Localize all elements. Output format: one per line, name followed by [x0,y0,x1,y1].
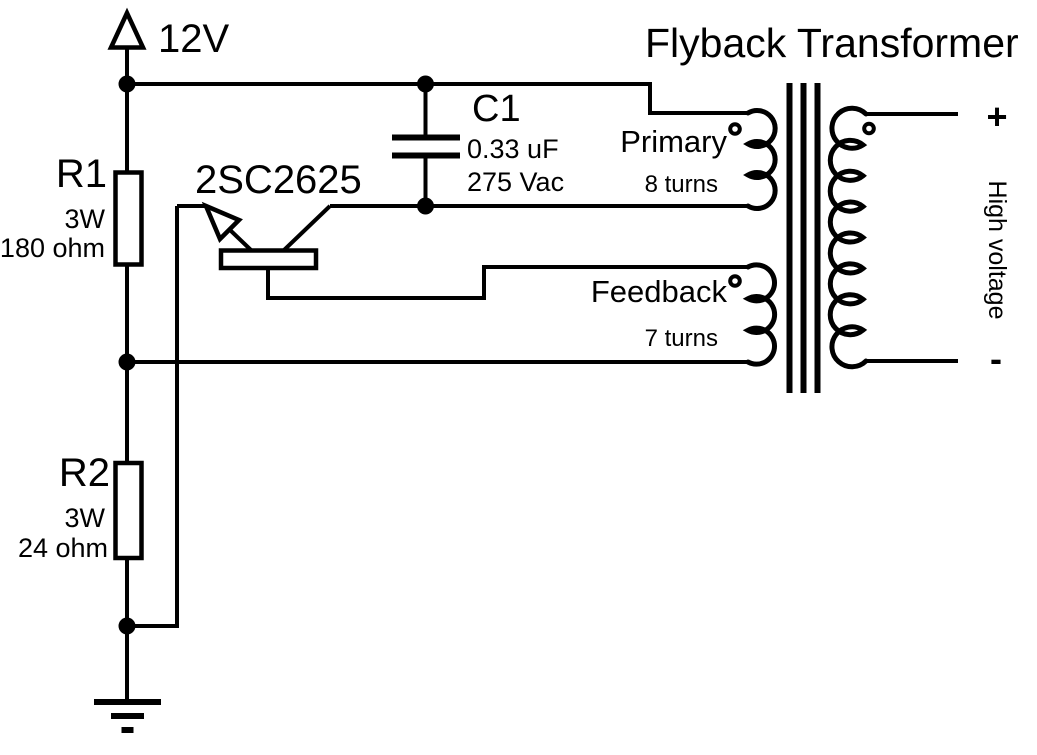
transistor-q1-symbol [201,201,319,271]
junction-dot [118,353,136,371]
r2-designator-label: R2 [59,451,110,495]
ground-icon [94,699,161,733]
r2-value-label: 24 ohm [18,533,108,563]
resistor-r1-symbol [113,170,144,267]
junction-dot [118,617,136,635]
emitter-arrow-icon [201,201,243,243]
feedback-turns-label: 7 turns [645,325,718,352]
r1-power-label: 3W [65,204,106,234]
schematic-title: Flyback Transformer [645,20,1019,66]
resistor-r2-symbol [113,460,144,561]
junction-dot [417,75,434,93]
transistor-base-bar [218,248,319,271]
base-wire [266,265,748,300]
feedback-winding-label: Feedback [591,274,728,309]
primary-polarity-dot-icon [728,122,742,136]
supply-voltage-label: 12V [158,17,229,61]
capacitor-c1-symbol [392,134,460,159]
secondary-winding-coil [827,105,869,370]
c1-voltage-label: 275 Vac [467,167,564,197]
supply-arrow-icon [107,7,147,50]
feedback-winding-coil [742,262,778,367]
r2-power-label: 3W [65,503,106,533]
c1-designator-label: C1 [472,88,521,130]
junction-dots [118,75,434,635]
top-supply-wire [127,82,748,115]
feedback-polarity-dot-icon [728,274,742,288]
r1-value-label: 180 ohm [0,233,105,263]
high-voltage-label: High voltage [983,181,1011,320]
primary-winding-label: Primary [620,124,727,159]
junction-dot [118,75,136,93]
junction-dot [417,197,434,215]
hv-negative-label: - [990,338,1002,379]
secondary-polarity-dot-icon [862,121,876,136]
transformer-symbol [728,83,876,393]
transistor-part-label: 2SC2625 [195,158,362,202]
c1-capacitance-label: 0.33 uF [467,134,559,164]
hv-positive-label: + [986,96,1007,137]
transformer-core [786,83,821,393]
primary-turns-label: 8 turns [645,171,718,198]
wires [125,46,958,702]
r1-designator-label: R1 [56,152,107,196]
collector-wire [280,204,748,254]
primary-winding-coil [743,108,778,211]
